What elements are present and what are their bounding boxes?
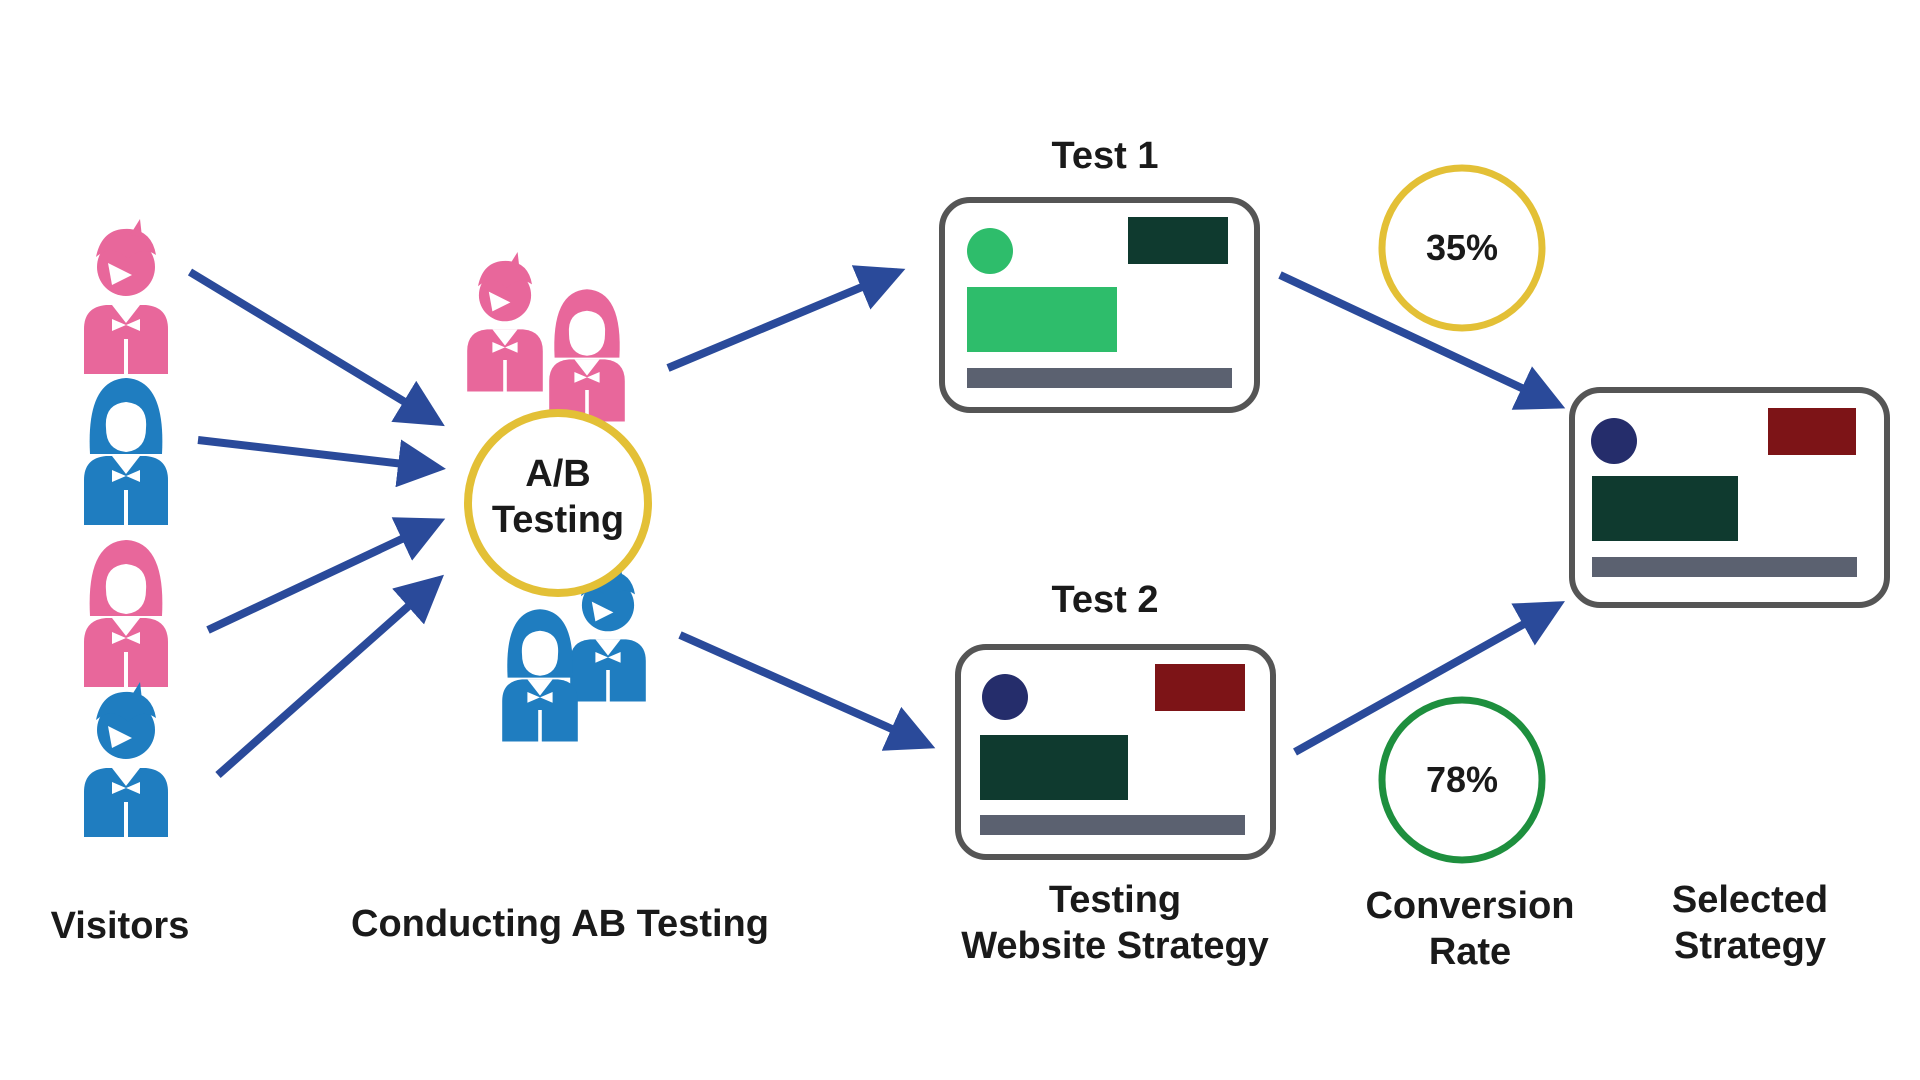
conversion-35-circle [1378,164,1546,332]
card-footer-bar [1592,557,1857,577]
strategy-label-line2: Website Strategy [961,925,1269,967]
card-navy-dot [982,674,1028,720]
visitor-male-icon [84,682,168,837]
test-arrows [666,265,936,751]
card-footer-bar [967,368,1232,388]
card-content-block [967,287,1117,352]
test-2-label: Test 2 [1051,579,1159,621]
test-1-label: Test 1 [1051,135,1159,177]
pink-user-group-icon [467,252,625,422]
conversion-rate-test-1: 35% [1425,227,1499,268]
hub-label-line2: Testing [491,499,625,541]
card-content-block [1592,476,1738,541]
conducting-label: Conducting AB Testing [351,903,769,945]
card-header-block [1768,408,1856,455]
card-header-block [1128,217,1228,264]
visitor-male-icon [84,219,168,374]
selection-arrows [1278,271,1566,756]
card-footer-bar [980,815,1245,835]
selected-label-line2: Strategy [1673,925,1827,967]
arrow [215,574,444,778]
conversion-label-line1: Conversion [1365,885,1575,927]
ab-testing-hub-circle [464,409,652,597]
arrow [197,436,446,488]
arrow [206,517,446,634]
card-content-block [980,735,1128,800]
selected-strategy-card [1569,387,1890,608]
selected-label-line1: Selected [1671,879,1829,921]
conversion-label-line2: Rate [1428,931,1512,973]
arrow [1278,271,1566,410]
card-green-dot [967,228,1013,274]
arrow [187,268,445,427]
visitor-female-icon [84,378,168,525]
test-1-strategy-card [939,197,1260,413]
card-header-block [1155,664,1245,711]
arrow [1293,601,1565,756]
arrow [678,631,936,751]
visitor-female-icon [84,540,168,687]
hub-label-line1: A/B [525,453,591,495]
arrow [666,265,906,372]
visitors-label: Visitors [50,905,190,947]
test-2-strategy-card [955,644,1276,860]
strategy-label-line1: Testing [1048,879,1182,921]
conversion-78-circle [1378,696,1546,864]
visitor-arrows [187,268,446,778]
conversion-rate-test-2: 78% [1425,759,1499,800]
card-navy-dot [1591,418,1637,464]
